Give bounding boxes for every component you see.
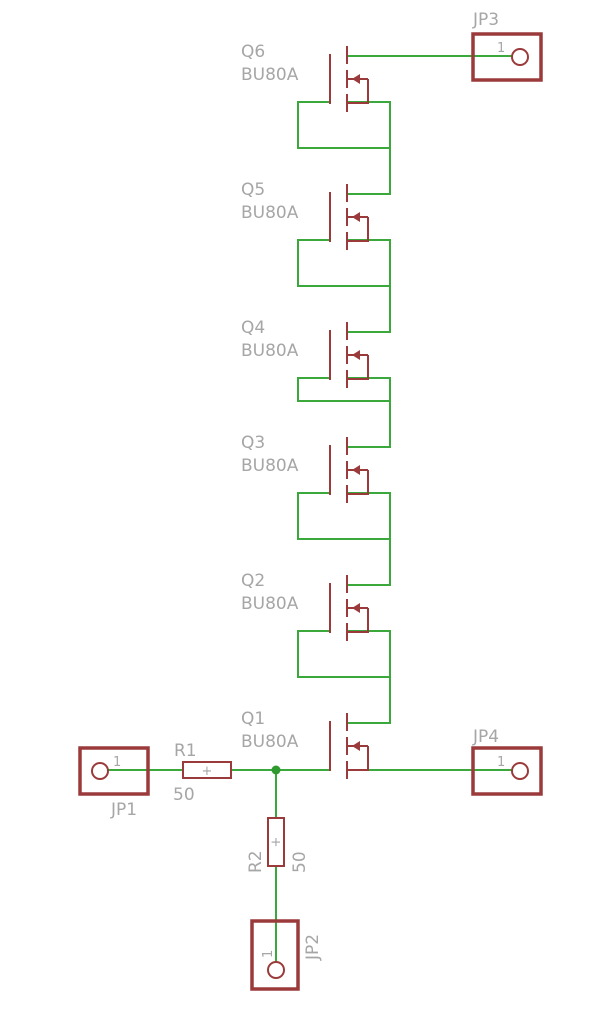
jp1-connector-symbol: [78, 746, 150, 796]
wire-q6-gate-loop: [297, 101, 391, 149]
wire-q2-q1-link: [347, 677, 391, 724]
r2-resistor-symbol: [267, 817, 285, 867]
jp3-name-label: JP3: [472, 10, 499, 30]
wires: [100, 55, 520, 970]
jp4-pin-label: 1: [497, 755, 505, 770]
wire-q5-gate-loop: [297, 239, 391, 287]
wire-q4-q3-link: [347, 401, 391, 448]
q4-name-label: Q4: [241, 318, 265, 338]
wire-q3-gate-loop: [297, 492, 391, 540]
r1-resistor-symbol: [182, 761, 232, 779]
q1-mosfet-symbol: [329, 713, 369, 779]
r2-name-label: R2: [246, 850, 266, 873]
wire-q4-gate-loop: [297, 377, 391, 402]
q6-value-label: BU80A: [241, 65, 299, 85]
q2-value-label: BU80A: [241, 594, 299, 614]
r1-plus-mark: +: [202, 764, 213, 779]
q5-mosfet-symbol: [329, 184, 369, 250]
r1-value-label: 50: [173, 785, 195, 805]
jp4-name-label: JP4: [472, 727, 499, 747]
wire-q6-q5-link: [347, 148, 391, 195]
jp4-connector-symbol: [471, 746, 543, 796]
junction-dot: [271, 765, 281, 775]
jp3-pin-label: 1: [497, 41, 505, 56]
jp1-name-label: JP1: [110, 800, 137, 820]
q6-name-label: Q6: [241, 42, 265, 62]
q2-mosfet-symbol: [329, 575, 369, 641]
q4-value-label: BU80A: [241, 341, 299, 361]
q3-value-label: BU80A: [241, 456, 299, 476]
wire-q3-q2-link: [347, 539, 391, 586]
jp2-name-label: JP2: [303, 934, 323, 961]
q3-mosfet-symbol: [329, 437, 369, 503]
q3-name-label: Q3: [241, 433, 265, 453]
q1-value-label: BU80A: [241, 732, 299, 752]
jp1-pin-label: 1: [113, 755, 121, 770]
jp2-pin-label: 1: [261, 950, 276, 958]
q5-value-label: BU80A: [241, 203, 299, 223]
q4-mosfet-symbol: [329, 322, 369, 388]
q5-name-label: Q5: [241, 180, 265, 200]
wire-q2-gate-loop: [297, 630, 391, 678]
r2-plus-mark: +: [269, 837, 284, 848]
jp2-connector-symbol: [250, 919, 300, 991]
symbols: [78, 32, 543, 991]
q6-mosfet-symbol: [329, 46, 369, 112]
q2-name-label: Q2: [241, 571, 265, 591]
q1-name-label: Q1: [241, 709, 265, 729]
wire-q5-q4-link: [347, 286, 391, 333]
jp3-connector-symbol: [471, 32, 543, 82]
labels: Q6 BU80A Q5 BU80A Q4 BU80A Q3 BU80A Q2 B…: [110, 10, 505, 961]
r1-name-label: R1: [174, 741, 197, 761]
r2-value-label: 50: [290, 851, 310, 873]
